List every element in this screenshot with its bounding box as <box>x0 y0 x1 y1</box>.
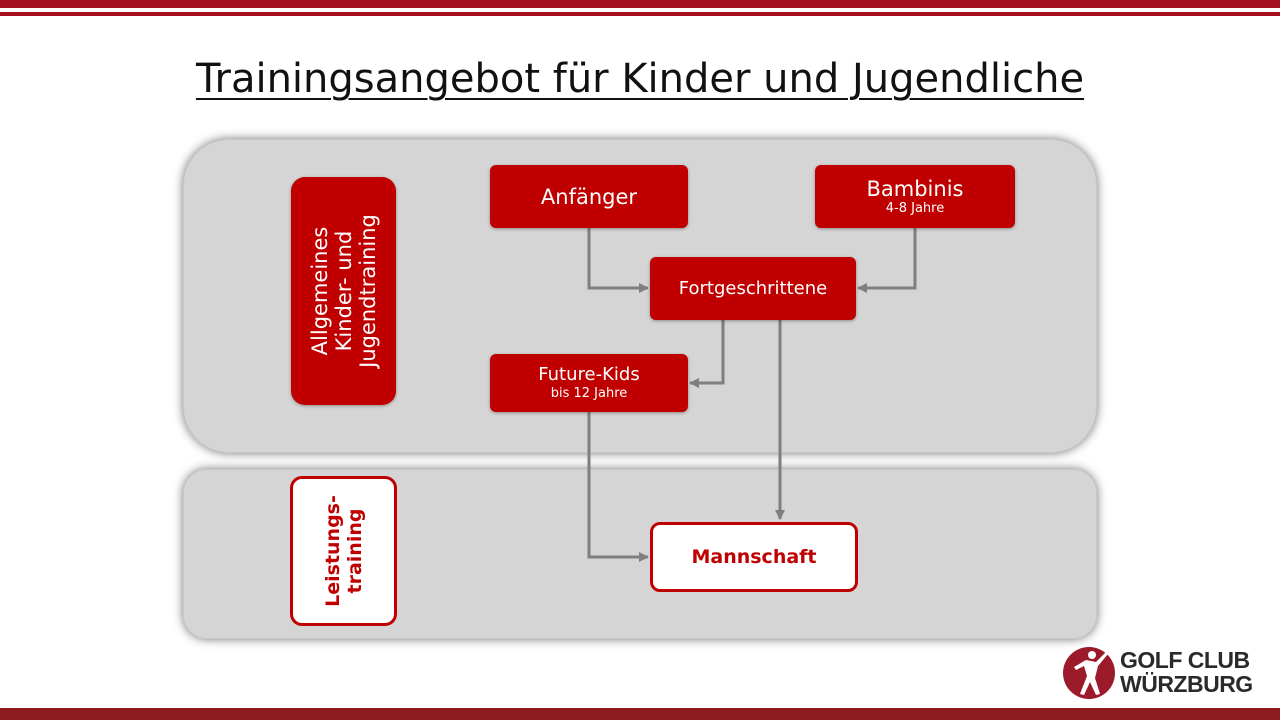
node-fortgeschrittene: Fortgeschrittene <box>650 257 856 320</box>
top-bar <box>0 0 1280 8</box>
arrow-bambinis-to-fortgeschrittene <box>857 228 917 293</box>
arrow-future-kids-to-mannschaft <box>587 412 649 562</box>
golf-club-logo-text: GOLF CLUB WÜRZBURG <box>1120 647 1253 697</box>
performance-training-label-box: Leistungs- training <box>290 476 397 626</box>
arrow-anfaenger-to-fortgeschrittene <box>587 228 649 293</box>
bottom-bar <box>0 708 1280 720</box>
general-training-label-box: Allgemeines Kinder- und Jugendtraining <box>291 177 396 405</box>
golf-club-logo-icon <box>1063 647 1115 699</box>
performance-training-label: Leistungs- training <box>321 495 366 607</box>
node-future-kids: Future-Kids bis 12 Jahre <box>490 354 688 412</box>
node-mannschaft: Mannschaft <box>650 522 858 592</box>
general-training-label: Allgemeines Kinder- und Jugendtraining <box>307 214 380 368</box>
top-bar-thin <box>0 12 1280 16</box>
node-anfaenger: Anfänger <box>490 165 688 228</box>
node-bambinis: Bambinis 4-8 Jahre <box>815 165 1015 228</box>
page-title: Trainingsangebot für Kinder und Jugendli… <box>195 56 1085 102</box>
arrow-fortgeschrittene-to-future-kids <box>689 320 725 388</box>
